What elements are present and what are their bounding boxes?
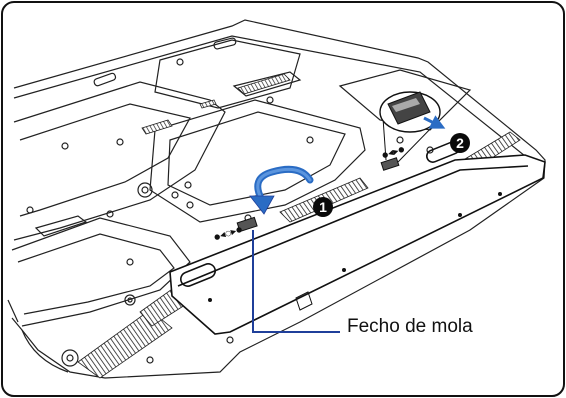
step-2-number: 2 [456, 135, 464, 151]
laptop-underside [7, 19, 546, 379]
slide-arrow [423, 115, 446, 129]
battery-pack [169, 141, 546, 335]
spring-latch-label: Fecho de mola [347, 316, 473, 337]
step-2-badge: 2 [450, 133, 470, 153]
latch-magnifier [379, 91, 446, 163]
step-1-number: 1 [319, 199, 327, 215]
lift-arrow [249, 165, 314, 215]
vent-grilles [77, 73, 521, 379]
step-1-badge: 1 [313, 197, 333, 217]
callout-leader-line [252, 230, 340, 333]
